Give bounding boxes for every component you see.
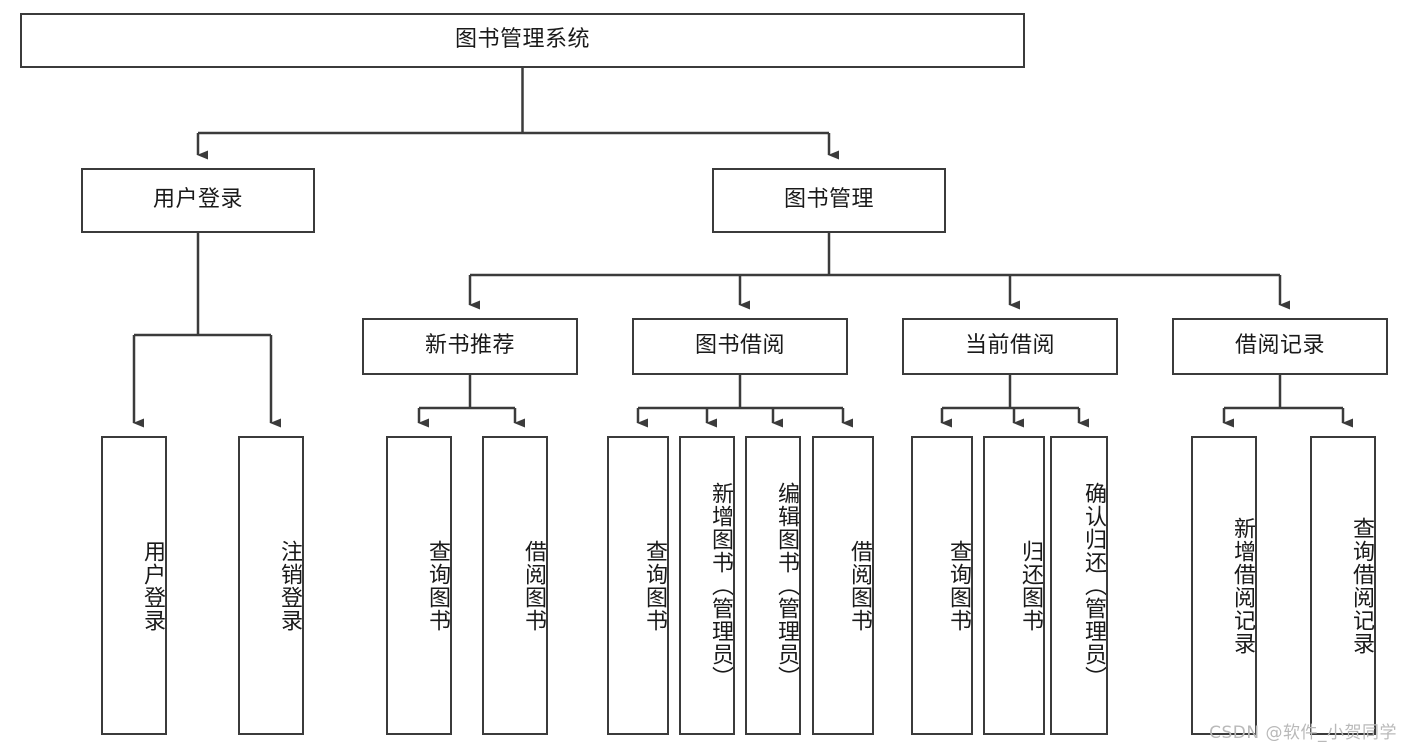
node-l6[interactable]: 新增图书（管理员） — [679, 436, 735, 735]
node-l9[interactable]: 查询图书 — [911, 436, 973, 735]
node-root[interactable]: 图书管理系统 — [20, 13, 1025, 68]
node-label: 借阅图书 — [521, 539, 546, 632]
node-label: 查询图书 — [946, 539, 971, 632]
node-l4[interactable]: 借阅图书 — [482, 436, 548, 735]
node-label: 用户登录 — [152, 187, 243, 213]
node-label: 新增图书（管理员） — [708, 482, 733, 689]
node-l13[interactable]: 查询借阅记录 — [1310, 436, 1376, 735]
node-label: 用户登录 — [140, 539, 165, 632]
node-l2[interactable]: 注销登录 — [238, 436, 304, 735]
node-label: 图书管理 — [783, 187, 874, 213]
node-label: 新增借阅记录 — [1230, 516, 1255, 655]
node-label: 图书管理系统 — [454, 27, 590, 53]
node-l5[interactable]: 查询图书 — [607, 436, 669, 735]
node-l7[interactable]: 编辑图书（管理员） — [745, 436, 801, 735]
node-label: 确认归还（管理员） — [1081, 482, 1106, 689]
node-l8[interactable]: 借阅图书 — [812, 436, 874, 735]
node-label: 借阅记录 — [1234, 333, 1325, 359]
node-borrow[interactable]: 图书借阅 — [632, 318, 848, 375]
node-bookmgmt[interactable]: 图书管理 — [712, 168, 946, 233]
node-label: 编辑图书（管理员） — [774, 482, 799, 689]
node-l11[interactable]: 确认归还（管理员） — [1050, 436, 1108, 735]
node-label: 归还图书 — [1018, 539, 1043, 632]
node-l3[interactable]: 查询图书 — [386, 436, 452, 735]
node-label: 当前借阅 — [964, 333, 1055, 359]
node-records[interactable]: 借阅记录 — [1172, 318, 1388, 375]
node-login[interactable]: 用户登录 — [81, 168, 315, 233]
node-current[interactable]: 当前借阅 — [902, 318, 1118, 375]
node-label: 查询借阅记录 — [1349, 516, 1374, 655]
node-label: 注销登录 — [277, 539, 302, 632]
node-label: 查询图书 — [425, 539, 450, 632]
node-label: 借阅图书 — [847, 539, 872, 632]
node-l12[interactable]: 新增借阅记录 — [1191, 436, 1257, 735]
node-label: 查询图书 — [642, 539, 667, 632]
node-l10[interactable]: 归还图书 — [983, 436, 1045, 735]
node-l1[interactable]: 用户登录 — [101, 436, 167, 735]
node-newbook[interactable]: 新书推荐 — [362, 318, 578, 375]
node-label: 新书推荐 — [424, 333, 515, 359]
watermark-label: CSDN @软件_小贺同学 — [1209, 723, 1397, 743]
node-label: 图书借阅 — [694, 333, 785, 359]
